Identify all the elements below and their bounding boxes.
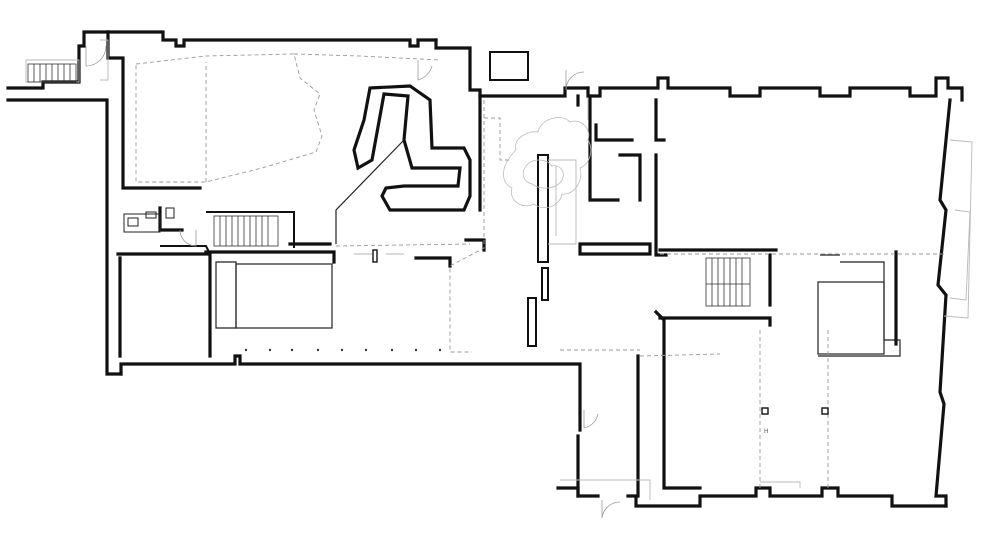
tree-outline — [503, 117, 592, 208]
stair-entrance-left — [27, 63, 77, 83]
thin-outlines — [215, 51, 973, 357]
stairs — [27, 63, 751, 307]
stair-central — [213, 215, 279, 247]
exterior-walls — [6, 30, 964, 508]
interior-walls — [116, 94, 778, 358]
exterior-detail — [25, 39, 801, 500]
doors — [85, 45, 621, 519]
window-mullions — [244, 348, 442, 352]
curved-partitions — [335, 84, 472, 244]
room-tag-lower: H — [764, 428, 769, 435]
stair-right — [705, 257, 751, 307]
fixtures — [123, 207, 829, 415]
